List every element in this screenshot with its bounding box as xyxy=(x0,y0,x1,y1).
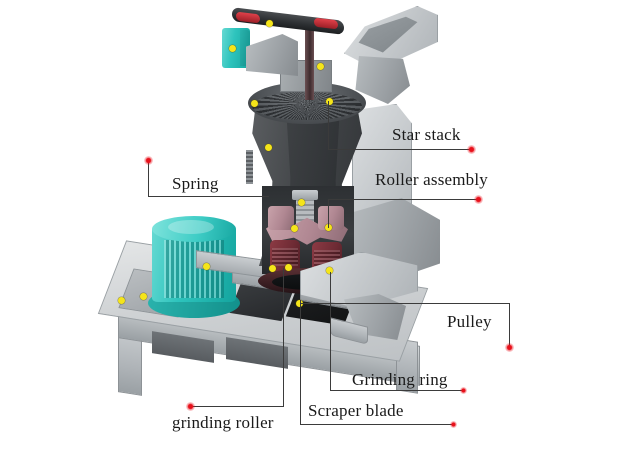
marker-star-stack xyxy=(466,144,476,154)
hotspot-deck-right xyxy=(139,292,147,300)
leader-roller-assembly-drop xyxy=(328,199,329,228)
hotspot-chamber-left xyxy=(250,99,258,107)
callout-label-roller-assembly: Roller assembly xyxy=(375,170,489,189)
leader-pulley xyxy=(300,303,509,304)
hotspot-chamber-base xyxy=(268,264,276,272)
leader-grinding-ring xyxy=(330,390,463,391)
marker-spring xyxy=(143,155,153,165)
leader-star-stack xyxy=(328,149,471,150)
hotspot-grinding-ring xyxy=(295,299,303,307)
callout-label-grinding-ring: Grinding ring xyxy=(352,370,448,389)
center-bolt-head xyxy=(292,190,318,200)
callout-label-pulley: Pulley xyxy=(447,312,492,331)
leader-grinding-roller-drop xyxy=(283,268,284,407)
main-shaft xyxy=(305,28,314,100)
hotspot-star-stack xyxy=(325,97,333,105)
leader-grinding-roller xyxy=(190,406,284,407)
top-arm-motor-shadow xyxy=(240,30,250,66)
hotspot-main-shaft xyxy=(316,62,324,70)
hotspot-top-arm xyxy=(265,19,273,27)
leader-scraper-blade xyxy=(300,424,453,425)
callout-label-grinding-roller: grinding roller xyxy=(172,413,274,432)
spring-rod xyxy=(246,150,253,184)
marker-scraper-blade xyxy=(449,420,457,428)
leader-spring xyxy=(148,196,269,197)
marker-grinding-roller xyxy=(185,401,195,411)
top-arm-support-bracket xyxy=(246,34,298,76)
marker-pulley xyxy=(504,342,514,352)
hotspot-deck-left xyxy=(117,296,125,304)
hotspot-roller-right xyxy=(325,266,333,274)
leader-pulley-drop xyxy=(509,303,510,347)
leader-spring-drop xyxy=(148,160,149,197)
marker-roller-assembly xyxy=(473,194,483,204)
grinding-roller-left-tread xyxy=(272,248,298,266)
leader-grinding-ring-drop xyxy=(330,272,331,391)
hotspot-arm-motor xyxy=(228,44,236,52)
marker-grinding-ring xyxy=(459,386,467,394)
motor-top-highlight xyxy=(168,220,214,234)
leader-roller-assembly xyxy=(328,199,478,200)
callout-label-star-stack: Star stack xyxy=(392,125,461,144)
hotspot-motor-side xyxy=(202,262,210,270)
motor-top-cap xyxy=(152,216,236,242)
callout-label-spring: Spring xyxy=(172,174,219,193)
leader-scraper-blade-drop xyxy=(300,300,301,425)
leader-star-stack-drop xyxy=(328,101,329,150)
hotspot-roller-left xyxy=(284,263,292,271)
hotspot-bolt-stack xyxy=(297,198,305,206)
callout-label-scraper-blade: Scraper blade xyxy=(308,401,404,420)
hotspot-spring xyxy=(264,143,272,151)
roller-arm-left xyxy=(268,206,294,230)
hotspot-roller-spider-left xyxy=(290,224,298,232)
